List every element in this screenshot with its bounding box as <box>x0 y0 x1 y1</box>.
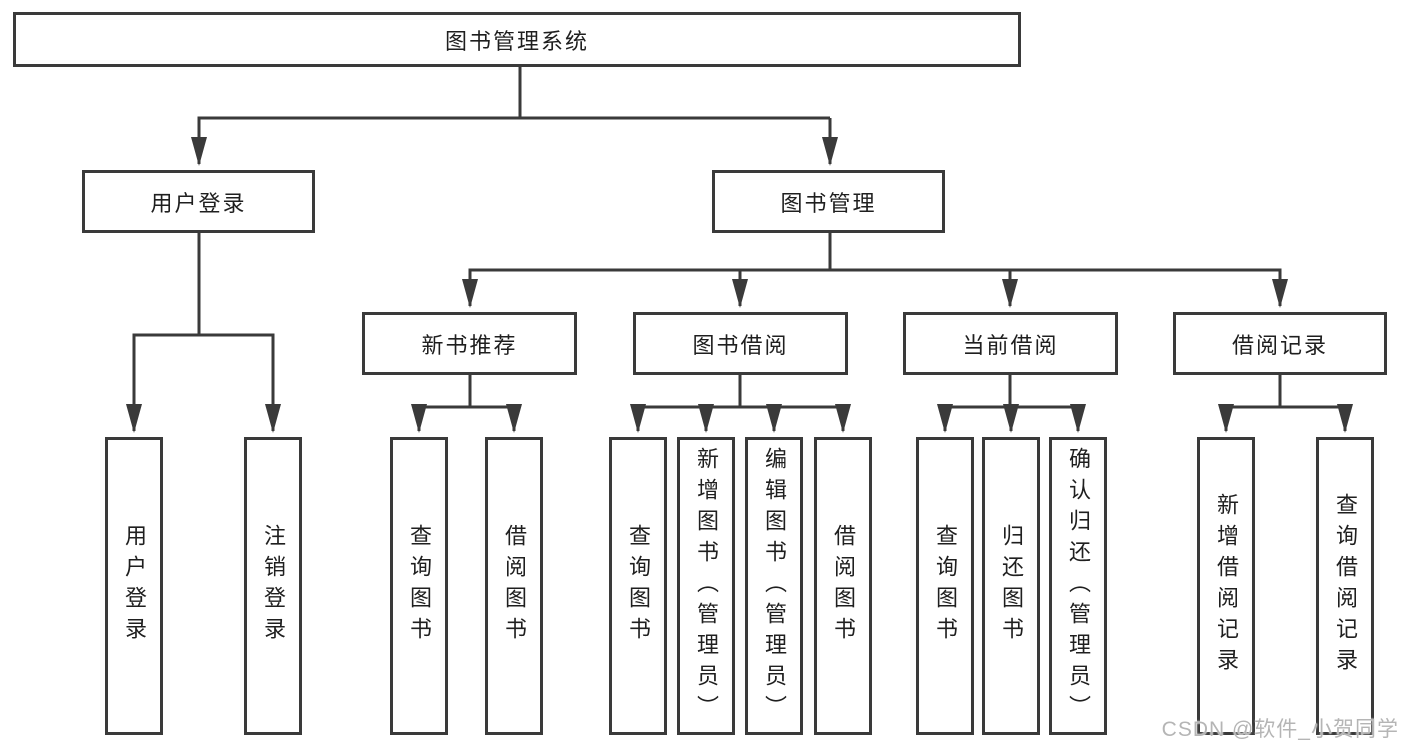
leaf-borrowing-edit-books-admin: 编辑图书（管理员） <box>745 437 803 735</box>
csdn-watermark: CSDN @软件_小贺同学 <box>1161 718 1399 741</box>
node-library-management-system: 图书管理系统 <box>13 12 1021 67</box>
node-label: 当前借阅 <box>962 332 1059 358</box>
node-label: 图书借阅 <box>692 332 789 358</box>
leaf-user-login: 用户登录 <box>105 437 163 735</box>
leaf-current-confirm-return-admin: 确认归还（管理员） <box>1049 437 1107 735</box>
leaf-label: 用户登录 <box>122 524 147 648</box>
leaf-label: 查询图书 <box>933 524 958 648</box>
node-current-borrowing: 当前借阅 <box>903 312 1118 375</box>
node-label: 图书管理 <box>780 190 877 216</box>
leaf-records-query-record: 查询借阅记录 <box>1316 437 1374 735</box>
leaf-label: 确认归还（管理员） <box>1066 446 1091 726</box>
leaf-label: 新增图书（管理员） <box>694 446 719 726</box>
leaf-recommend-query-books: 查询图书 <box>390 437 448 735</box>
leaf-records-add-record: 新增借阅记录 <box>1197 437 1255 735</box>
leaf-current-return-books: 归还图书 <box>982 437 1040 735</box>
node-borrowing-records: 借阅记录 <box>1173 312 1387 375</box>
leaf-logout: 注销登录 <box>244 437 302 735</box>
leaf-label: 借阅图书 <box>831 524 856 648</box>
leaf-label: 注销登录 <box>261 524 286 648</box>
leaf-label: 查询图书 <box>407 524 432 648</box>
leaf-label: 查询借阅记录 <box>1333 493 1358 679</box>
leaf-label: 归还图书 <box>999 524 1024 648</box>
node-label: 新书推荐 <box>421 332 518 358</box>
node-new-book-recommend: 新书推荐 <box>362 312 577 375</box>
leaf-label: 借阅图书 <box>502 524 527 648</box>
leaf-label: 查询图书 <box>626 524 651 648</box>
leaf-borrowing-add-books-admin: 新增图书（管理员） <box>677 437 735 735</box>
node-user-login: 用户登录 <box>82 170 315 233</box>
leaf-label: 编辑图书（管理员） <box>762 446 787 726</box>
node-book-borrowing: 图书借阅 <box>633 312 848 375</box>
leaf-recommend-borrow-books: 借阅图书 <box>485 437 543 735</box>
node-label: 图书管理系统 <box>444 28 589 54</box>
node-book-management: 图书管理 <box>712 170 945 233</box>
node-label: 借阅记录 <box>1231 332 1328 358</box>
node-label: 用户登录 <box>150 190 247 216</box>
leaf-label: 新增借阅记录 <box>1214 493 1239 679</box>
leaf-borrowing-borrow-books: 借阅图书 <box>814 437 872 735</box>
leaf-borrowing-query-books: 查询图书 <box>609 437 667 735</box>
leaf-current-query-books: 查询图书 <box>916 437 974 735</box>
